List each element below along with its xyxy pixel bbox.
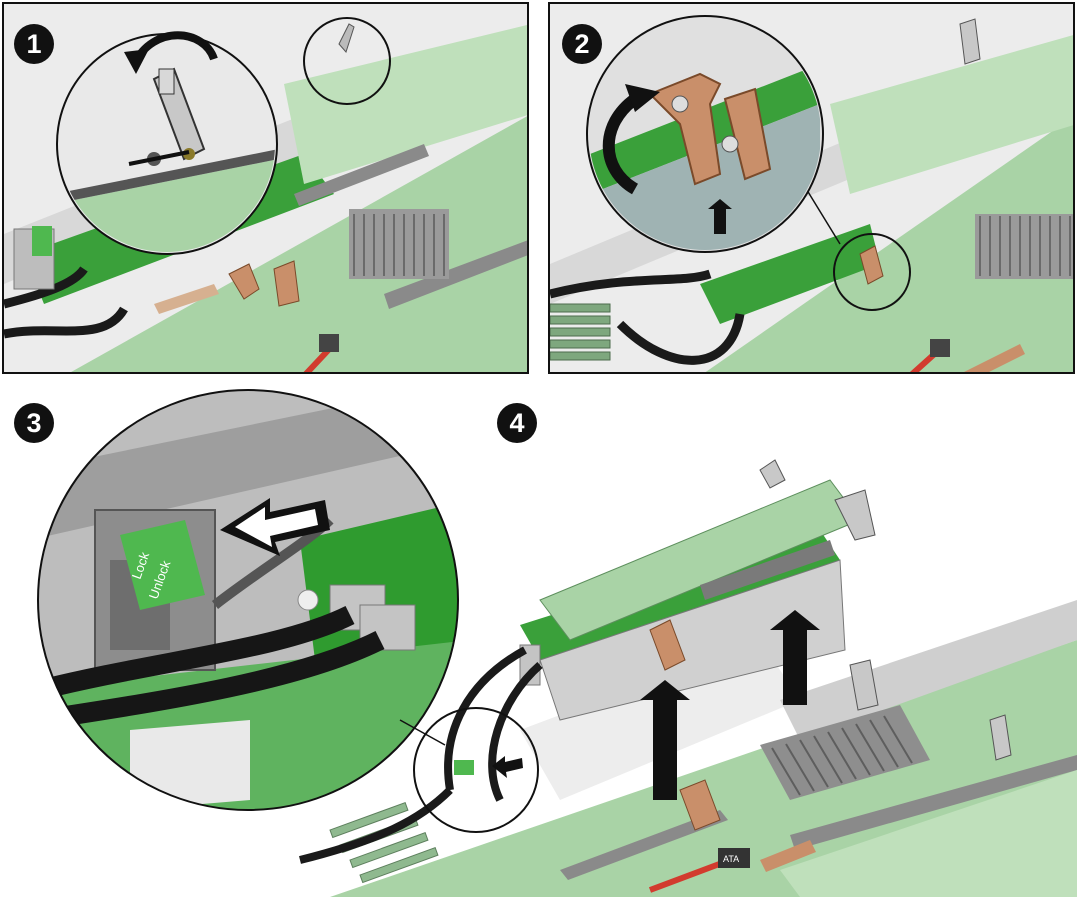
up-arrow-icon bbox=[708, 199, 732, 234]
lift-up-arrow-icon bbox=[640, 680, 690, 800]
rotate-arrow-icon bbox=[124, 31, 218, 74]
lock-unlock-tab: Lock Unlock bbox=[120, 520, 205, 610]
heatsink bbox=[349, 209, 449, 279]
step-4-illustration: ATA bbox=[299, 459, 1077, 897]
step-2-illustration bbox=[550, 4, 1073, 372]
magnified-view bbox=[586, 15, 824, 253]
detail-callout-circle bbox=[303, 17, 391, 105]
riser-assembly bbox=[519, 459, 876, 721]
step-1-panel: 1 bbox=[2, 2, 529, 374]
ata-connector bbox=[718, 848, 750, 868]
step-4-badge: 4 bbox=[497, 403, 537, 443]
detail-callout-circle bbox=[833, 233, 911, 311]
step-3-magnified-view: Lock Unlock bbox=[37, 389, 459, 811]
motherboard bbox=[71, 116, 527, 372]
slide-left-arrow-icon bbox=[220, 498, 330, 556]
step-2-badge: 2 bbox=[562, 24, 602, 64]
rotate-arrow-icon bbox=[602, 84, 660, 195]
step-1-illustration bbox=[4, 4, 527, 372]
ata-label: ATA bbox=[723, 854, 739, 864]
heatsink bbox=[760, 705, 930, 800]
step-2-panel: 2 bbox=[548, 2, 1075, 374]
step-1-badge: 1 bbox=[14, 24, 54, 64]
heatsink bbox=[975, 214, 1073, 279]
lift-up-arrow-icon bbox=[770, 610, 820, 705]
pci-card bbox=[284, 24, 527, 184]
step-3-badge: 3 bbox=[14, 403, 54, 443]
riser-board bbox=[700, 224, 880, 324]
pci-card bbox=[830, 35, 1073, 194]
detail-callout-circle bbox=[413, 707, 539, 833]
